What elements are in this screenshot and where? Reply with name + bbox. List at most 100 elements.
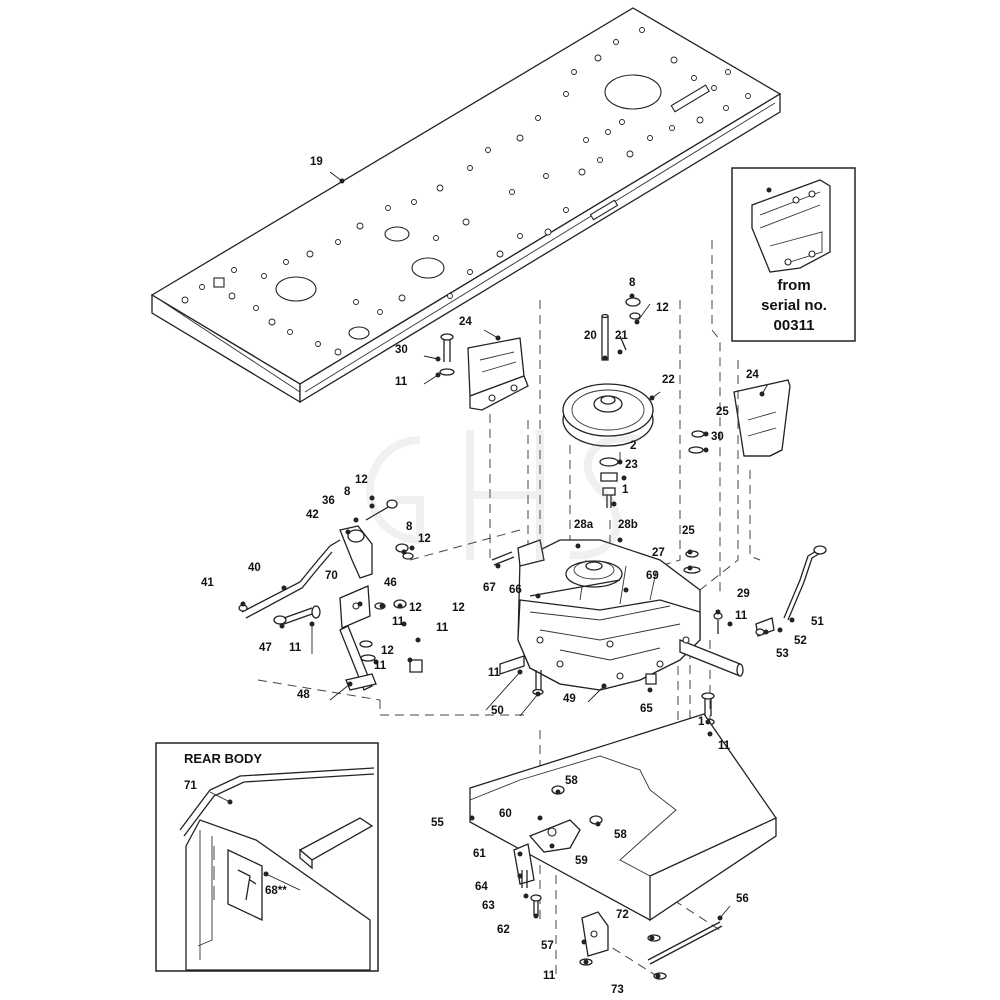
callout-c65: 65 — [640, 703, 653, 715]
callout-c28b: 28b — [618, 519, 638, 531]
callout-c30b: 30 — [711, 431, 724, 443]
callout-c25a: 25 — [716, 406, 729, 418]
callout-c64: 64 — [475, 881, 488, 893]
callout-c12b: 12 — [355, 474, 368, 486]
callout-c73: 73 — [611, 984, 624, 996]
serial-note: from serial no. 00311 — [740, 276, 848, 336]
callout-c71: 71 — [184, 780, 197, 792]
callout-c60: 60 — [499, 808, 512, 820]
lever-48 — [339, 625, 423, 691]
transaxle-housing — [499, 539, 744, 691]
callout-c61: 61 — [473, 848, 486, 860]
callout-c42: 42 — [306, 509, 319, 521]
callout-c30a: 30 — [395, 344, 408, 356]
callout-c25b: 25 — [682, 525, 695, 537]
callout-c63: 63 — [482, 900, 495, 912]
callout-c11g: 11 — [488, 667, 501, 679]
serial-inset-box — [731, 167, 856, 342]
callout-c56: 56 — [736, 893, 749, 905]
callout-c12a: 12 — [656, 302, 669, 314]
callout-c27: 27 — [652, 547, 665, 559]
callout-c72: 72 — [616, 909, 629, 921]
callout-c8c: 8 — [406, 521, 413, 533]
linkage-rod-40 — [238, 539, 341, 619]
leader-lines — [209, 171, 769, 919]
callout-c12d: 12 — [409, 602, 422, 614]
watermark-logo — [366, 430, 641, 560]
callout-c19: 19 — [310, 156, 323, 168]
callout-c11f: 11 — [374, 660, 387, 672]
callout-c11i: 11 — [543, 970, 556, 982]
bracket-57 — [579, 911, 609, 966]
bolt-30-left — [439, 333, 455, 376]
callout-c46: 46 — [384, 577, 397, 589]
rear-body-inset — [155, 742, 379, 972]
callout-c36: 36 — [322, 495, 335, 507]
callout-c70: 70 — [325, 570, 338, 582]
bracket-24-left — [467, 337, 529, 411]
callout-c58b: 58 — [614, 829, 627, 841]
callout-c8b: 8 — [344, 486, 351, 498]
callout-c12f: 12 — [381, 645, 394, 657]
serial-line-1: from — [777, 277, 811, 294]
callout-c52: 52 — [794, 635, 807, 647]
bolt-65 — [645, 673, 657, 685]
bracket-70 — [339, 585, 407, 629]
callout-c69: 69 — [646, 570, 659, 582]
chassis-plate-19 — [150, 7, 782, 404]
callout-c1a: 1 — [622, 484, 629, 496]
callout-c21: 21 — [615, 330, 628, 342]
callout-c66: 66 — [509, 584, 522, 596]
pin-67 — [491, 551, 515, 566]
callout-c11c: 11 — [392, 616, 405, 628]
callout-c12e: 12 — [452, 602, 465, 614]
callout-c48: 48 — [297, 689, 310, 701]
callout-c28a: 28a — [574, 519, 594, 531]
callout-c24b: 24 — [746, 369, 759, 381]
callout-c47: 47 — [259, 642, 272, 654]
callout-c20: 20 — [584, 330, 597, 342]
callout-c11h: 11 — [718, 740, 731, 752]
callout-c29: 29 — [737, 588, 750, 600]
bolt-50 — [532, 670, 544, 696]
callout-c41: 41 — [201, 577, 214, 589]
callout-c11d: 11 — [436, 622, 449, 634]
callout-c55: 55 — [431, 817, 444, 829]
pulley-22 — [562, 383, 654, 447]
callout-c53: 53 — [776, 648, 789, 660]
bolt-47 — [273, 605, 321, 625]
callout-c11e: 11 — [289, 642, 302, 654]
callout-c11a: 11 — [395, 376, 408, 388]
callout-c68: 68** — [265, 885, 287, 897]
callout-c2: 2 — [630, 440, 637, 452]
callout-c8a: 8 — [629, 277, 636, 289]
bracket-59 — [528, 785, 603, 853]
serial-line-2: serial no. — [761, 297, 827, 314]
body-panel-55 — [469, 713, 777, 922]
callout-c12c: 12 — [418, 533, 431, 545]
serial-line-3: 00311 — [773, 317, 815, 334]
rod-51 — [713, 545, 827, 637]
callout-c50: 50 — [491, 705, 504, 717]
bracket-24-right — [688, 379, 791, 457]
callout-c1b: 1 — [698, 716, 705, 728]
callout-c51: 51 — [811, 616, 824, 628]
pulley-fasteners — [599, 457, 619, 508]
callout-c22: 22 — [662, 374, 675, 386]
callout-c58a: 58 — [565, 775, 578, 787]
callout-c49: 49 — [563, 693, 576, 705]
rear-body-title: REAR BODY — [184, 751, 263, 766]
callout-c11b: 11 — [735, 610, 748, 622]
callout-c57: 57 — [541, 940, 554, 952]
callout-c24a: 24 — [459, 316, 472, 328]
callout-c23: 23 — [625, 459, 638, 471]
rod-56 — [647, 921, 723, 980]
callout-c67: 67 — [483, 582, 496, 594]
lever-42 — [339, 499, 414, 579]
shaft-20 — [601, 297, 641, 361]
callout-c40: 40 — [248, 562, 261, 574]
callout-c62: 62 — [497, 924, 510, 936]
callout-c59: 59 — [575, 855, 588, 867]
